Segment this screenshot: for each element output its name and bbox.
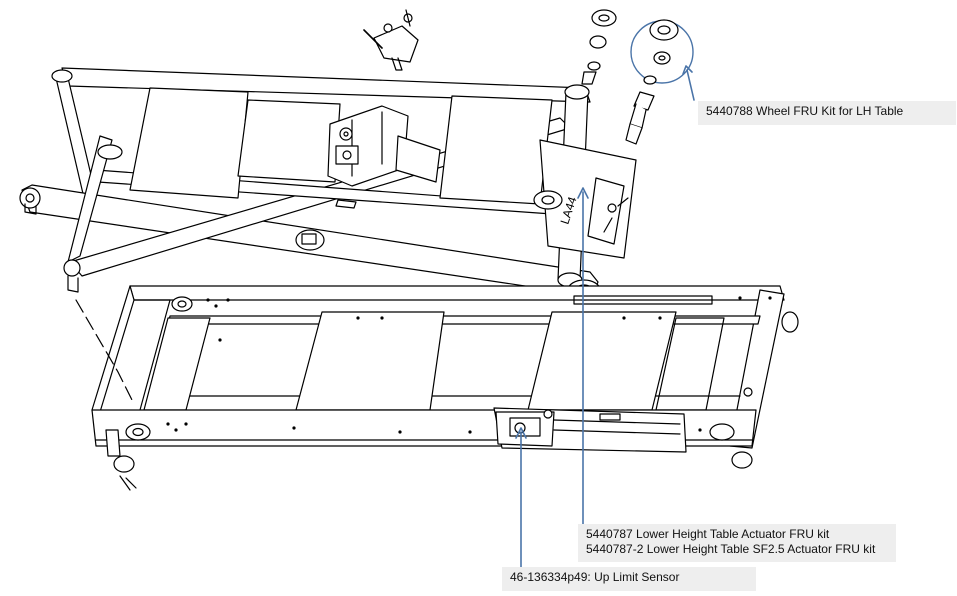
- sensor-arrowhead: [515, 427, 527, 439]
- wheel-fru-kit-label: 5440788 Wheel FRU Kit for LH Table: [706, 104, 904, 118]
- wheel-kit-arrowhead: [682, 65, 693, 75]
- lower-base-frame: [75, 285, 799, 491]
- up-limit-sensor-callout: 46-136334p49: Up Limit Sensor: [502, 567, 756, 591]
- actuator-fru-kit-callout: 5440787 Lower Height Table Actuator FRU …: [578, 524, 896, 562]
- actuator-fru-kit-label: 5440787 Lower Height Table Actuator FRU …: [586, 527, 830, 541]
- exploded-bracket-parts: [363, 9, 419, 71]
- callout-leaders: [515, 65, 695, 568]
- actuator-kit-arrowhead: [577, 187, 589, 199]
- wheel-fru-kit-callout: 5440788 Wheel FRU Kit for LH Table: [698, 101, 956, 125]
- actuator-sf25-fru-kit-label: 5440787-2 Lower Height Table SF2.5 Actua…: [586, 542, 876, 556]
- wheel-kit-leader: [686, 69, 695, 101]
- exploded-wheel-stack: [581, 9, 617, 85]
- up-limit-sensor-label: 46-136334p49: Up Limit Sensor: [510, 570, 680, 584]
- wheel-fru-kit-parts: [625, 19, 694, 145]
- upper-lift-frame: [19, 67, 637, 301]
